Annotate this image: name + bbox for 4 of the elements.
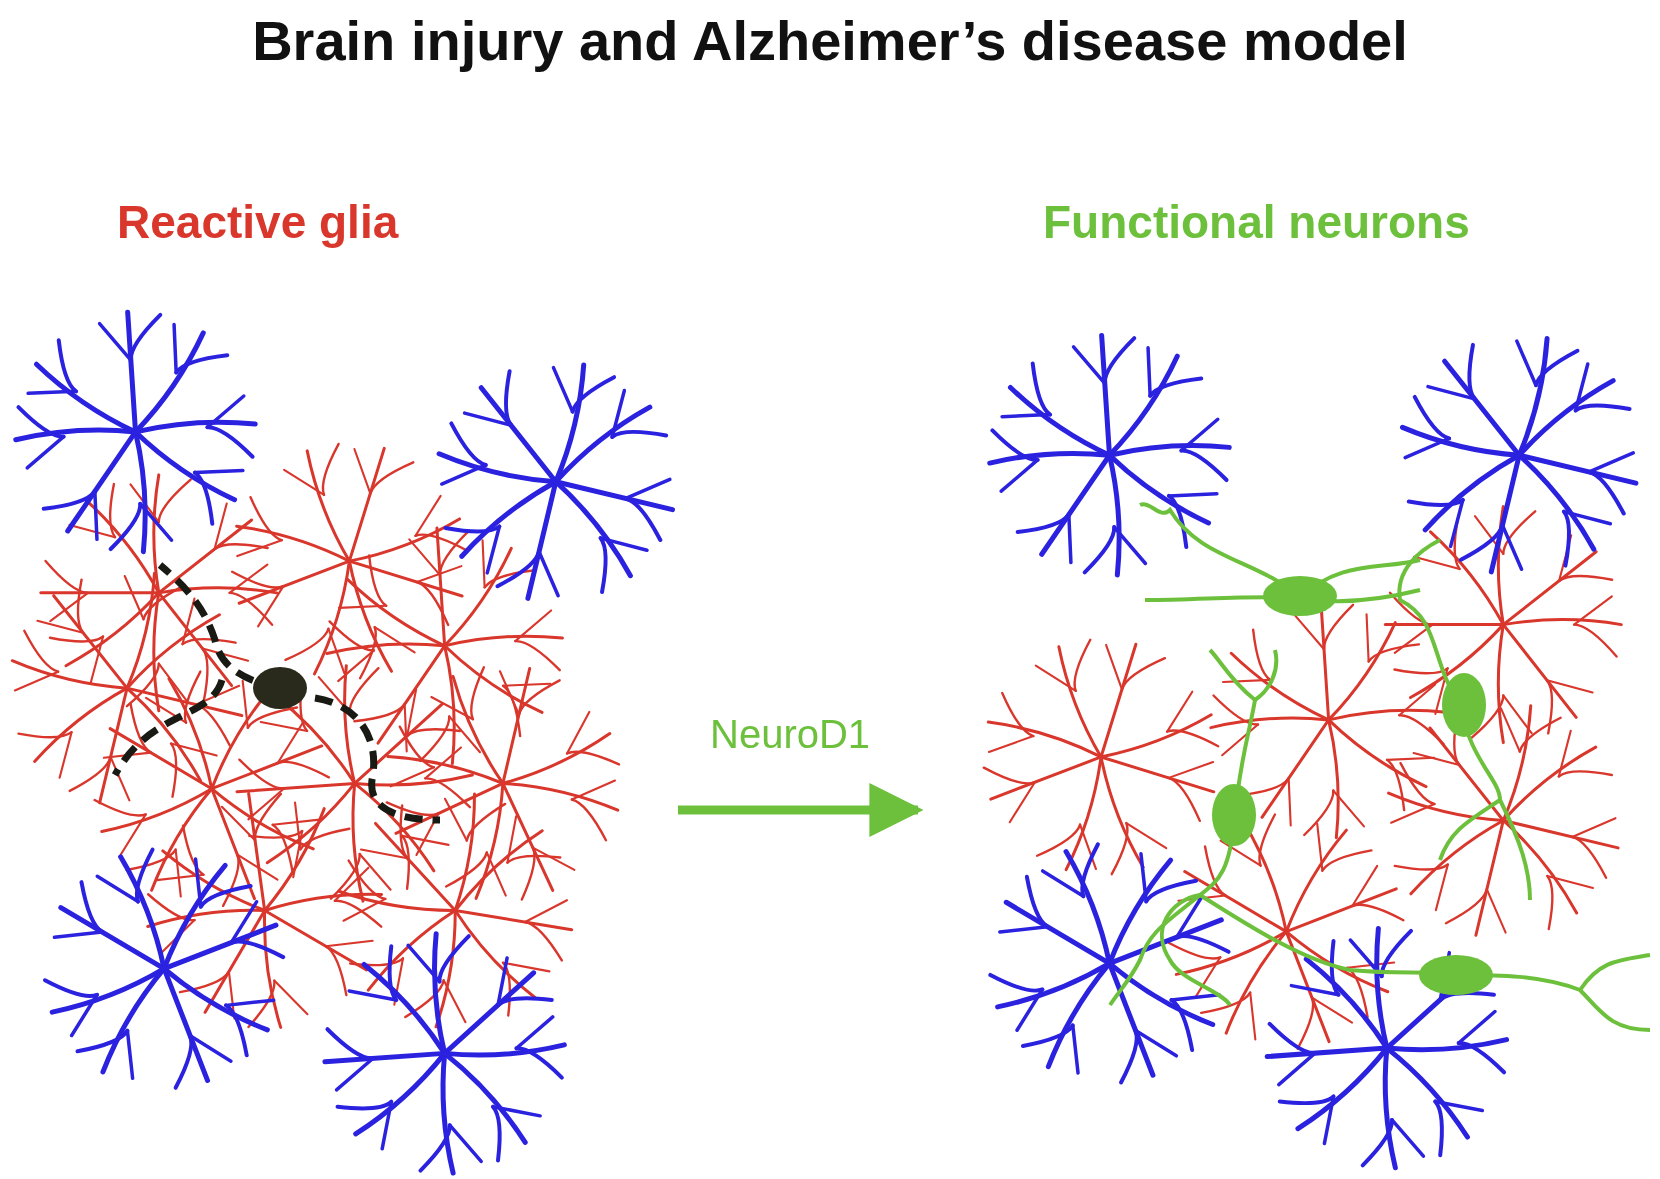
panel-heading: Reactive glia [117,195,399,249]
panel-heading: Functional neurons [1043,195,1470,249]
title: Brain injury and Alzheimer’s disease model [251,8,1409,73]
arrow [678,783,924,837]
